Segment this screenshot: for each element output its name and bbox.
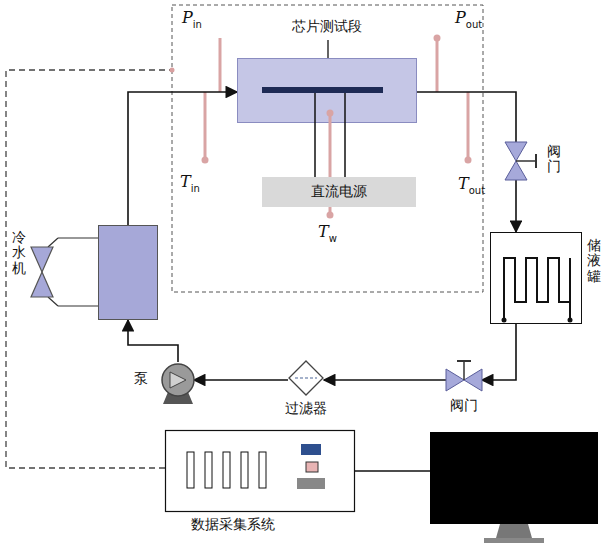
sensor-symbol: T <box>458 174 469 193</box>
sensor-subscript: in <box>191 183 200 194</box>
valve-symbol: 阀门 <box>505 142 539 180</box>
reservoir-tank-shape <box>490 232 582 324</box>
node-label: 阀门 <box>547 144 561 175</box>
pipe-connector <box>417 92 516 142</box>
monitor <box>430 432 598 543</box>
node-label: 阀门 <box>450 397 478 414</box>
pipe-connector <box>324 379 446 381</box>
power-supply-box: 直流电源 <box>262 177 416 207</box>
node-label: 数据采集系统 <box>165 516 300 533</box>
pipe-connector <box>515 180 517 232</box>
valve-symbol-shape <box>446 357 482 391</box>
sensor-subscript: w <box>329 233 337 244</box>
sensor-label: Tin <box>180 172 200 191</box>
power-wires <box>315 123 345 177</box>
data-dashed-line <box>6 70 172 468</box>
pipe-connector <box>128 92 237 225</box>
sensor-subscript: out <box>469 185 485 196</box>
sensor-label: Tw <box>318 222 337 241</box>
sensor-label: Pout <box>455 8 482 27</box>
heat-exchanger: 冷水机 <box>98 225 158 320</box>
test-section-shape <box>237 58 417 123</box>
test-section: 芯片测试段 <box>237 58 417 123</box>
signal-dot <box>170 68 175 73</box>
sensor-probes <box>202 35 472 219</box>
pipe-connector <box>128 320 178 362</box>
pump-symbol-shape <box>160 362 200 406</box>
pump-symbol: 泵 <box>160 362 200 406</box>
sensor-symbol: P <box>182 8 193 27</box>
sensor-symbol: T <box>318 222 329 241</box>
pipe-connector <box>194 379 288 381</box>
test-region-outline <box>172 5 483 292</box>
sensor-label: Tout <box>458 174 485 193</box>
sensor-subscript: in <box>193 19 202 30</box>
node-label: 过滤器 <box>285 400 327 417</box>
filter-symbol-shape <box>288 360 324 396</box>
node-label: 芯片测试段 <box>237 18 417 35</box>
sensor-subscript: out <box>466 19 482 30</box>
sensor-symbol: T <box>180 172 191 191</box>
node-label: 冷水机 <box>12 230 26 276</box>
heat-exchanger-shape <box>98 225 158 320</box>
node-label: 储液罐 <box>587 238 601 284</box>
node-label: 直流电源 <box>262 177 416 207</box>
sensor-label: Pin <box>182 8 202 27</box>
monitor-cable <box>355 470 430 472</box>
node-label: 泵 <box>134 370 148 387</box>
valve-symbol-shape <box>505 142 539 180</box>
valve-symbol: 阀门 <box>446 357 482 391</box>
pipe-connector <box>482 324 516 380</box>
sensor-symbol: P <box>455 8 466 27</box>
data-acquisition-box: 数据采集系统 <box>165 430 355 512</box>
reservoir-tank: 储液罐 <box>490 232 582 324</box>
filter-symbol: 过滤器 <box>288 360 324 396</box>
data-acquisition-box-shape <box>165 430 355 512</box>
chiller-symbol <box>31 238 98 306</box>
